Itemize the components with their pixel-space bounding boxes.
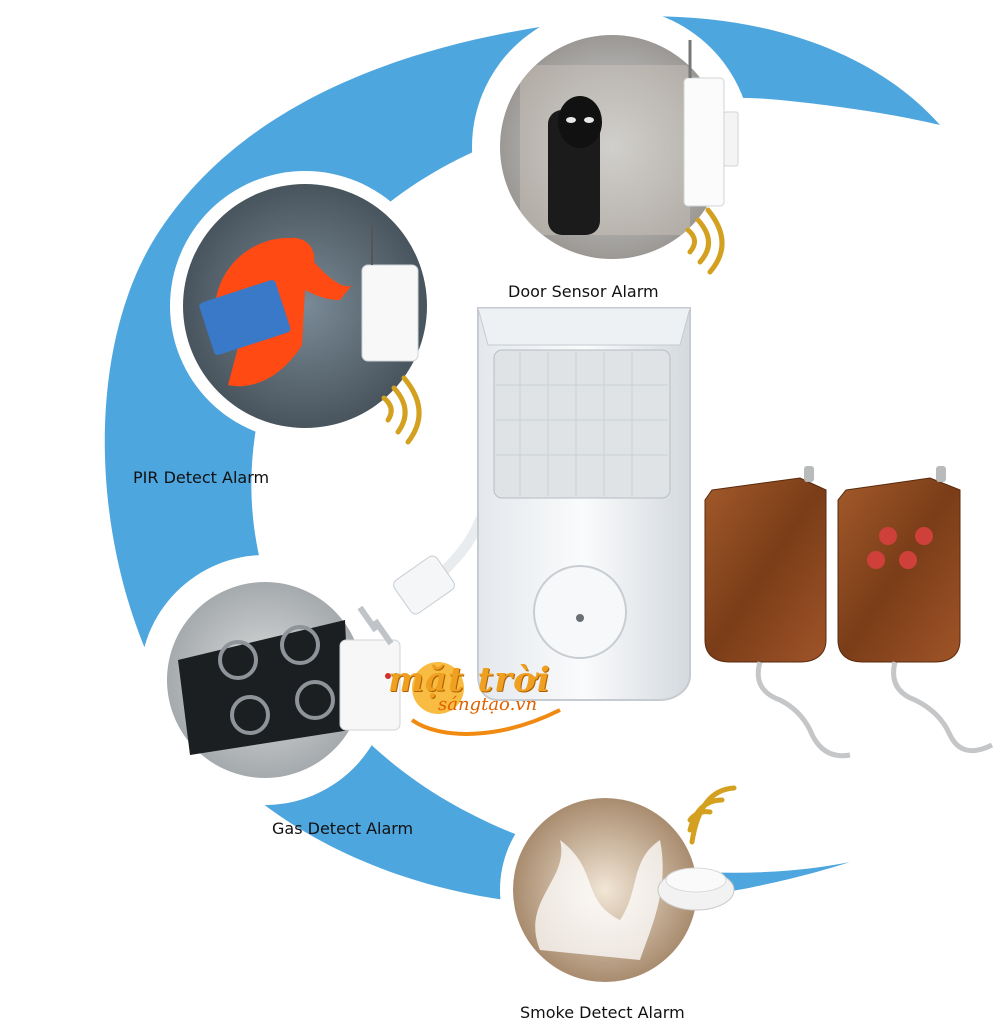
power-plug-icon — [357, 515, 485, 646]
remote-control-1 — [704, 466, 851, 759]
remote-control-2 — [837, 466, 994, 754]
brand-watermark: mặt trời sángtạo.vn — [388, 660, 551, 715]
gas-detect-photo — [140, 555, 401, 805]
pir-alarm-device — [477, 307, 691, 701]
pir-detect-label: PIR Detect Alarm — [133, 468, 270, 487]
pir-detect-photo — [170, 171, 440, 441]
wireless-signal-icon — [687, 785, 737, 845]
wireless-signal-icon — [381, 375, 422, 445]
brand-line-1: mặt trời — [388, 660, 551, 700]
gas-detect-label: Gas Detect Alarm — [272, 819, 414, 838]
smoke-detect-label: Smoke Detect Alarm — [520, 1003, 685, 1022]
smoke-detect-photo — [500, 780, 735, 1000]
brand-line-2: sángtạo.vn — [438, 694, 538, 715]
wireless-signal-icon — [685, 207, 725, 275]
door-sensor-label: Door Sensor Alarm — [508, 282, 659, 301]
door-sensor-photo — [472, 7, 752, 287]
sun-logo-icon — [410, 662, 561, 736]
